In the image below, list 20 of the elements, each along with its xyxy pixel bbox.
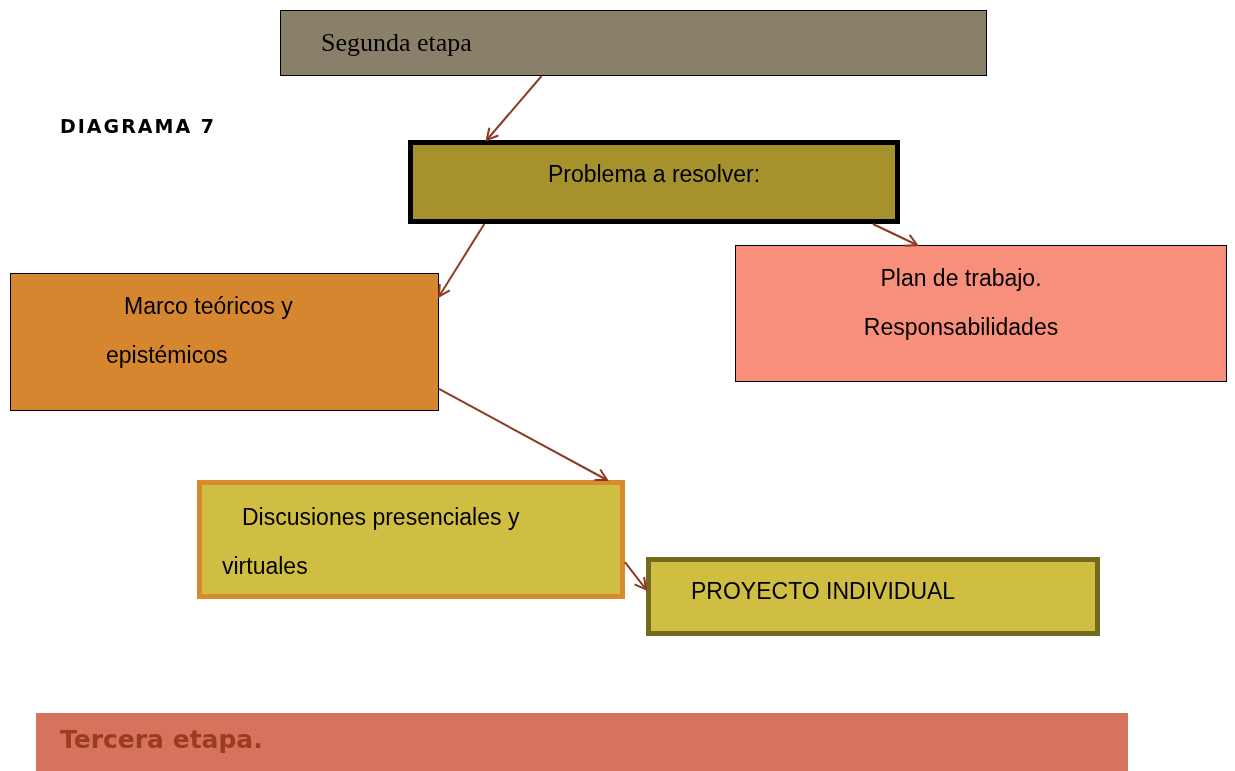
stage-box [280, 10, 987, 76]
node-text: Discusiones presenciales y virtuales [222, 503, 521, 581]
arrow [438, 223, 486, 298]
process-box [197, 480, 625, 599]
arrow [438, 387, 608, 482]
process-box [646, 557, 1100, 636]
node-text: Marco teóricos y epistémicos [106, 292, 294, 370]
process-box [408, 140, 900, 224]
node-text: Tercera etapa. [59, 724, 264, 756]
stage-band [36, 713, 1128, 771]
node-text: Plan de trabajo. Responsabilidades [862, 264, 1060, 342]
process-box [10, 273, 439, 411]
node-text: Problema a resolver: [546, 160, 762, 189]
arrow [624, 561, 647, 591]
node-text: PROYECTO INDIVIDUAL [690, 577, 957, 606]
process-box [735, 245, 1227, 382]
node-text: Segunda etapa [320, 27, 473, 59]
arrow [871, 223, 919, 247]
diagram-title: DIAGRAMA 7 [60, 114, 216, 139]
arrow [485, 75, 543, 141]
